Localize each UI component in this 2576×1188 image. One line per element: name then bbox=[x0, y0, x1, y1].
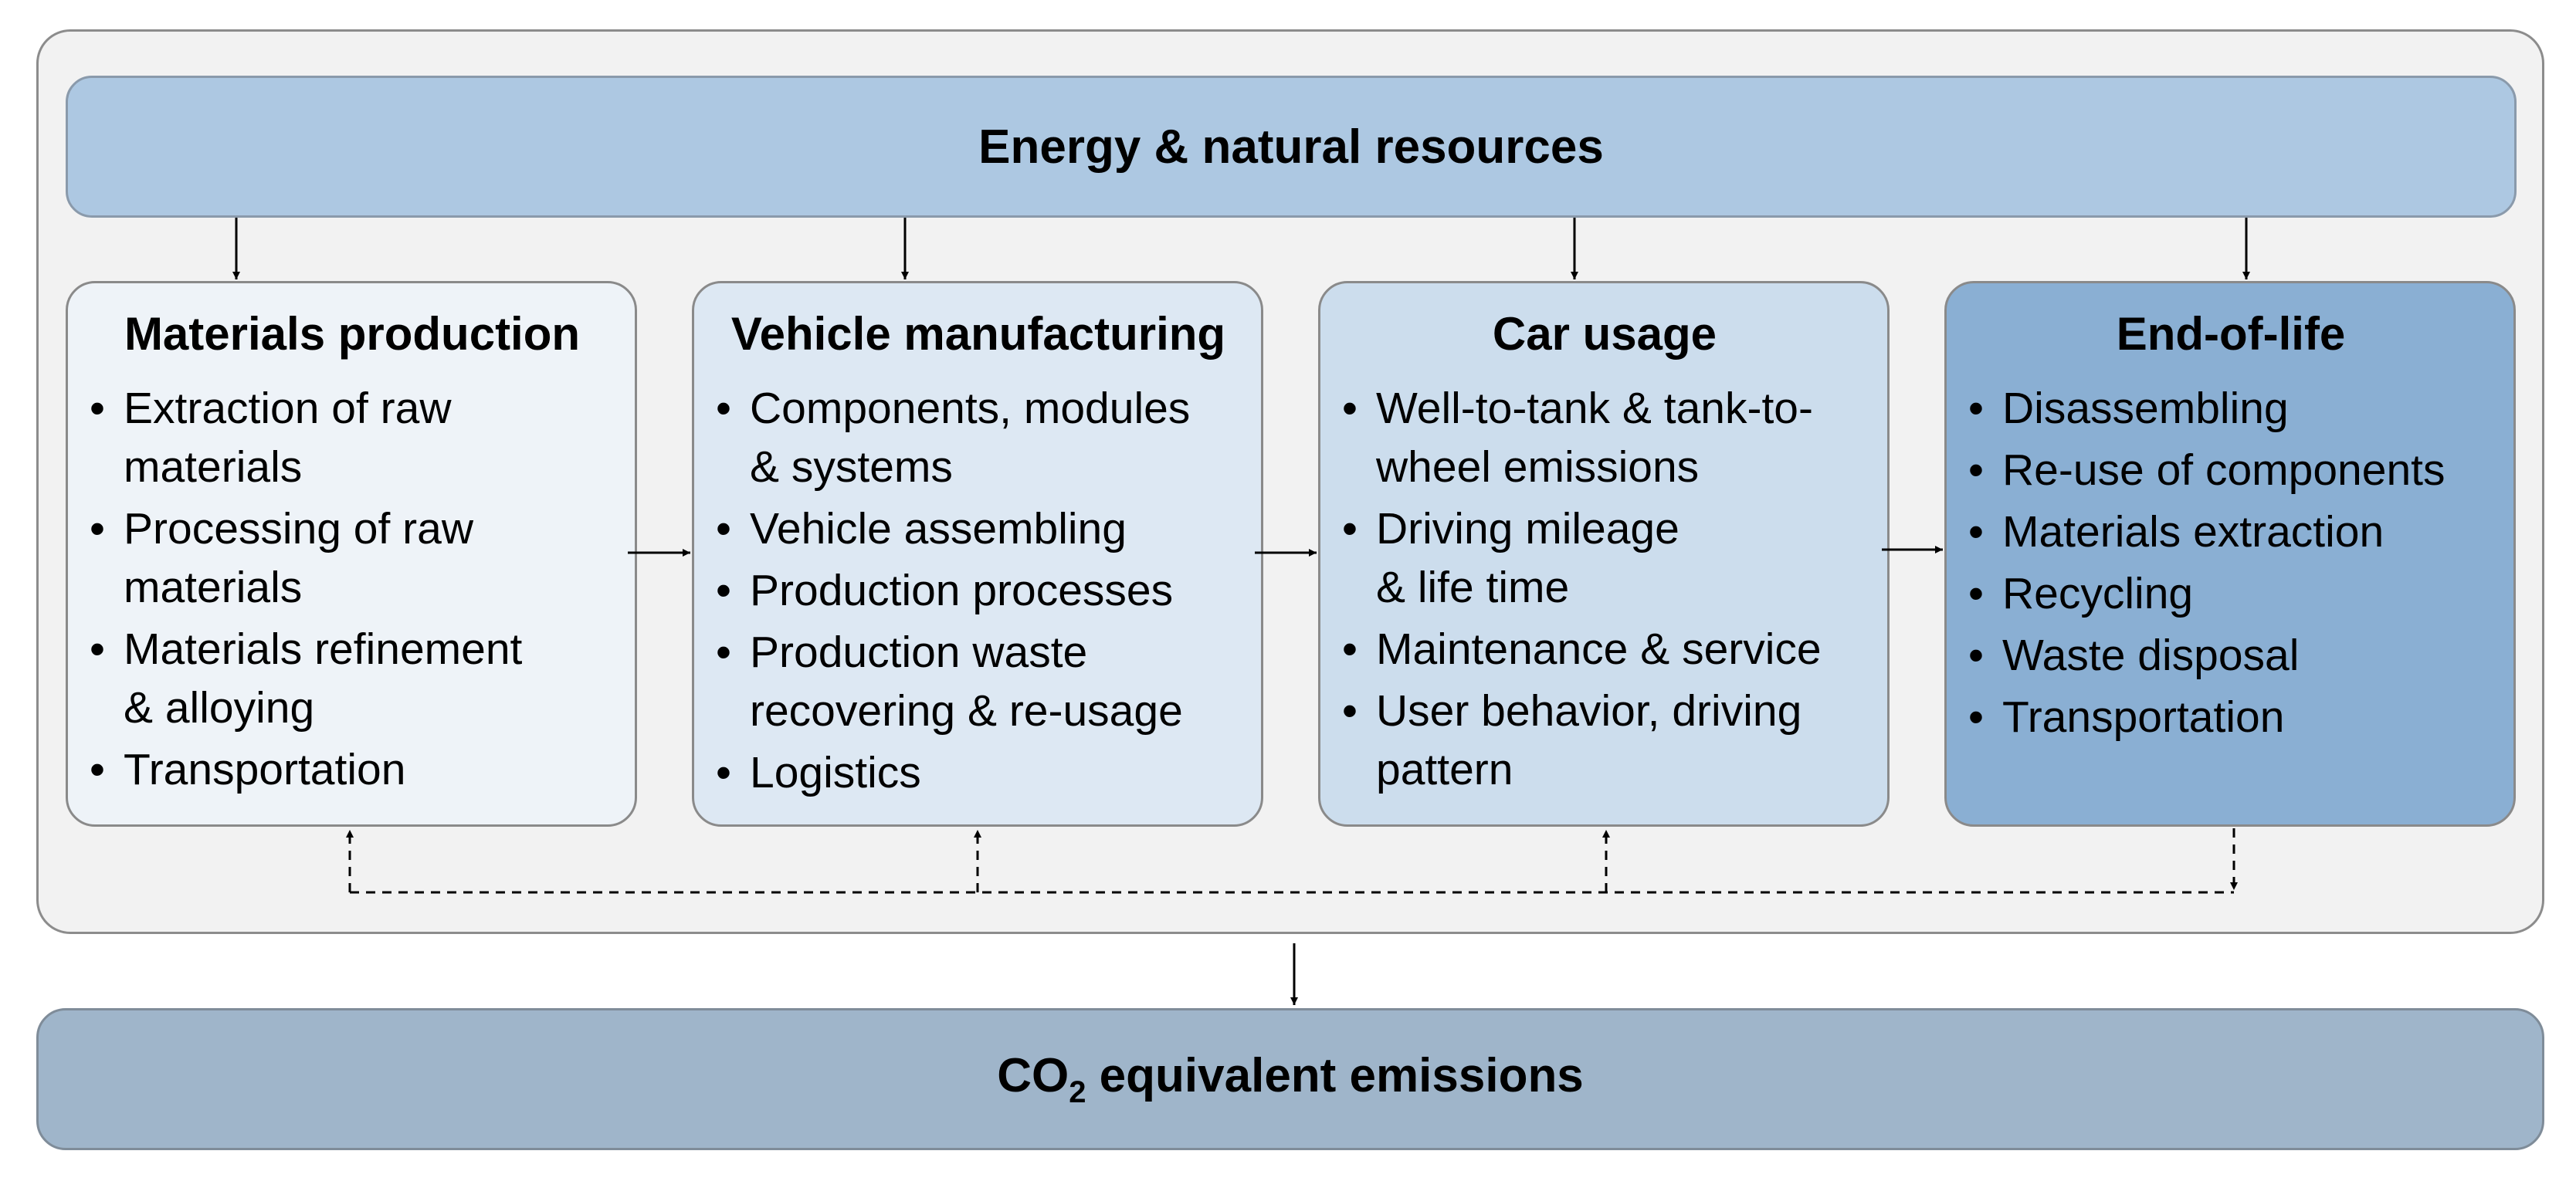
list-item: Well-to-tank & tank-to- wheel emissions bbox=[1342, 379, 1867, 496]
list-item: Re-use of components bbox=[1968, 441, 2493, 499]
stage-materials-production: Materials production Extraction of raw m… bbox=[66, 281, 637, 827]
list-item: Logistics bbox=[716, 743, 1241, 802]
list-item: Processing of raw materials bbox=[90, 499, 615, 617]
energy-resources-bar: Energy & natural resources bbox=[66, 76, 2517, 218]
list-item: Materials extraction bbox=[1968, 503, 2493, 561]
list-item: Maintenance & service bbox=[1342, 620, 1867, 679]
stage-vehicle-manufacturing: Vehicle manufacturing Components, module… bbox=[692, 281, 1263, 827]
energy-resources-label: Energy & natural resources bbox=[978, 120, 1604, 174]
stage-title: Vehicle manufacturing bbox=[730, 308, 1226, 360]
list-item: Recycling bbox=[1968, 564, 2493, 623]
list-item: Driving mileage & life time bbox=[1342, 499, 1867, 617]
stage-car-usage: Car usage Well-to-tank & tank-to- wheel … bbox=[1318, 281, 1890, 827]
co2-label-prefix: CO bbox=[997, 1049, 1069, 1102]
co2-label-suffix: equivalent emissions bbox=[1086, 1049, 1584, 1102]
stage-item-list: Well-to-tank & tank-to- wheel emissions … bbox=[1342, 379, 1867, 799]
stage-title: Car usage bbox=[1492, 308, 1717, 360]
list-item: Extraction of raw materials bbox=[90, 379, 615, 496]
stage-item-list: Extraction of raw materials Processing o… bbox=[90, 379, 615, 799]
stage-title: Materials production bbox=[124, 308, 581, 360]
list-item: Transportation bbox=[90, 740, 615, 799]
list-item: Production waste recovering & re-usage bbox=[716, 623, 1241, 740]
stage-end-of-life: End-of-life Disassembling Re-use of comp… bbox=[1944, 281, 2516, 827]
list-item: Production processes bbox=[716, 561, 1241, 620]
list-item: Materials refinement & alloying bbox=[90, 620, 615, 737]
stage-item-list: Components, modules & systems Vehicle as… bbox=[716, 379, 1241, 802]
list-item: Components, modules & systems bbox=[716, 379, 1241, 496]
list-item: User behavior, driving pattern bbox=[1342, 682, 1867, 799]
list-item: Vehicle assembling bbox=[716, 499, 1241, 558]
co2-label-subscript: 2 bbox=[1069, 1075, 1086, 1109]
stage-title: End-of-life bbox=[2116, 308, 2346, 360]
list-item: Transportation bbox=[1968, 688, 2493, 746]
list-item: Disassembling bbox=[1968, 379, 2493, 438]
co2-emissions-bar: CO2 equivalent emissions bbox=[36, 1008, 2544, 1150]
stage-item-list: Disassembling Re-use of components Mater… bbox=[1968, 379, 2493, 746]
list-item: Waste disposal bbox=[1968, 626, 2493, 685]
co2-emissions-label: CO2 equivalent emissions bbox=[997, 1048, 1584, 1110]
